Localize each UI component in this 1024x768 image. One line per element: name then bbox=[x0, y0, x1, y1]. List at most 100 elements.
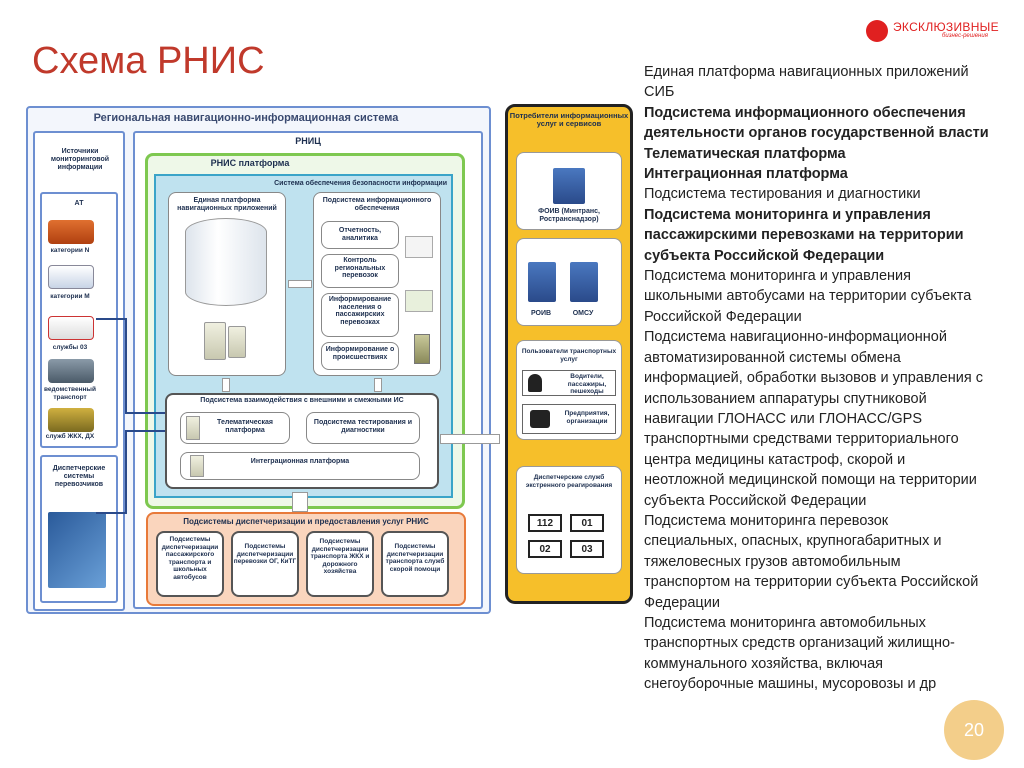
building-icon-2 bbox=[528, 262, 556, 302]
vehicle-label-4: ведомственный транспорт bbox=[44, 386, 96, 401]
info-item-1-label: Отчетность, аналитика bbox=[338, 227, 382, 242]
utility-truck-icon bbox=[48, 408, 94, 432]
text-line: Подсистема информационного обеспечения bbox=[644, 104, 966, 121]
connector-line bbox=[125, 318, 127, 413]
info-item-2-label: Контроль региональных перевозок bbox=[334, 257, 386, 279]
server-icon-2 bbox=[228, 326, 246, 358]
text-line: субъекта Российской Федерации bbox=[644, 247, 885, 264]
building-icon bbox=[553, 168, 585, 204]
text-line: Интеграционная платформа bbox=[644, 166, 848, 183]
emergency-number-02: 02 bbox=[528, 540, 562, 558]
platform-title: РНИС платформа bbox=[210, 158, 290, 168]
users-title: Пользователи транспортных услуг bbox=[521, 348, 617, 363]
roiv-label: РОИВ bbox=[530, 310, 552, 317]
up-down-arrow-icon-2 bbox=[374, 378, 382, 392]
text-line: автоматизированной системы обмена bbox=[644, 349, 901, 366]
drivers-label: Водители, пассажиры, пешеходы bbox=[567, 373, 607, 395]
dispatch-title: Подсистемы диспетчеризации и предоставле… bbox=[183, 517, 429, 526]
omsu-label: ОМСУ bbox=[572, 310, 594, 317]
emergency-title: Диспетчерские служб экстренного реагиров… bbox=[525, 474, 613, 489]
text-line: Телематическая платформа bbox=[644, 145, 846, 162]
info-item-4 bbox=[321, 342, 399, 370]
text-line: Подсистема мониторинга и управления bbox=[644, 268, 911, 285]
vehicle-label-3: службы 03 bbox=[52, 344, 88, 351]
building-icon-3 bbox=[570, 262, 598, 302]
dispatch-item-1 bbox=[156, 531, 224, 597]
testing-label: Подсистема тестирования и диагностики bbox=[313, 419, 413, 434]
dispatch-item-4 bbox=[381, 531, 449, 597]
server-icon bbox=[204, 322, 226, 360]
info-item-3-label: Информирование населения о пассажирских … bbox=[328, 296, 392, 326]
report-thumbnail-icon bbox=[405, 236, 433, 258]
dispatch-item-2-label: Подсистемы диспетчеризации перевозки ОГ,… bbox=[233, 543, 297, 565]
info-item-1 bbox=[321, 221, 399, 249]
text-line: специальных, опасных, крупногабаритных и bbox=[644, 533, 942, 550]
server-icon-3 bbox=[414, 334, 430, 364]
text-line: Российской Федерации bbox=[644, 308, 802, 325]
text-line: Подсистема мониторинга автомобильных bbox=[644, 614, 926, 631]
dispatch-screens-icon bbox=[48, 512, 106, 588]
server-icon-5 bbox=[190, 455, 204, 477]
text-line: Подсистема мониторинга и управления bbox=[644, 206, 931, 223]
text-line: навигации ГЛОНАСС или ГЛОНАСС/GPS bbox=[644, 410, 923, 427]
double-arrow-icon bbox=[288, 280, 312, 288]
text-line: коммунального хозяйства, включая bbox=[644, 655, 883, 672]
dispatch-item-2 bbox=[231, 531, 299, 597]
emergency-number-03: 03 bbox=[570, 540, 604, 558]
vehicle-label-2: категории M bbox=[50, 293, 90, 300]
text-line: снегоуборочные машины, мусоровозы и др bbox=[644, 676, 937, 693]
emergency-number-112: 112 bbox=[528, 514, 562, 532]
person-icon bbox=[528, 374, 542, 392]
text-line: неотложной медицинской помощи на террито… bbox=[644, 472, 977, 489]
connector-line bbox=[125, 430, 165, 432]
text-line: информацией, обработки вызовов и управле… bbox=[644, 370, 983, 387]
testing-box bbox=[306, 412, 420, 444]
dispatch-item-3-label: Подсистемы диспетчеризации транспорта ЖК… bbox=[310, 538, 370, 575]
connector-line bbox=[96, 512, 126, 514]
text-line: пассажирскими перевозками на территории bbox=[644, 227, 964, 244]
info-item-4-label: Информирование о происшествиях bbox=[325, 346, 395, 361]
page-number-badge bbox=[944, 700, 1004, 760]
text-line: деятельности органов государственной вла… bbox=[644, 125, 989, 142]
text-line: транспортными средствами территориальног… bbox=[644, 431, 959, 448]
info-subsystem-label: Подсистема информационного обеспечения bbox=[322, 197, 432, 212]
text-line: Подсистема навигационно-информационной bbox=[644, 329, 947, 346]
at-label: АТ bbox=[74, 200, 84, 207]
integration-box bbox=[180, 452, 420, 480]
info-item-2 bbox=[321, 254, 399, 288]
dispatch-item-3 bbox=[306, 531, 374, 597]
server-icon-4 bbox=[186, 416, 200, 440]
text-line: школьными автобусами на территории субъе… bbox=[644, 288, 972, 305]
database-icon bbox=[185, 218, 267, 306]
text-line: использованием аппаратуры спутниковой bbox=[644, 390, 927, 407]
text-line: Подсистема мониторинга перевозок bbox=[644, 512, 889, 529]
text-line: субъекта Российской Федерации bbox=[644, 492, 867, 509]
foiv-label: ФОИВ (Минтранс, Ространснадзор) bbox=[538, 208, 600, 223]
ambulance-icon bbox=[48, 316, 94, 340]
brand-tagline: бизнес-решения bbox=[942, 33, 988, 39]
truck-icon bbox=[48, 220, 94, 244]
info-item-3 bbox=[321, 293, 399, 337]
bus-icon bbox=[48, 265, 94, 289]
emergency-number-01: 01 bbox=[570, 514, 604, 532]
dispatch-item-4-label: Подсистемы диспетчеризации транспорта сл… bbox=[385, 543, 445, 573]
text-line: транспортных средств организаций жилищно… bbox=[644, 635, 955, 652]
brand-logo-circle bbox=[866, 20, 888, 42]
enterprises-label: Предприятия, организации bbox=[564, 410, 610, 425]
rnis-title: Региональная навигационно-информационная… bbox=[93, 112, 399, 124]
connector-line bbox=[96, 318, 126, 320]
rnic-title: РНИЦ bbox=[295, 136, 321, 146]
map-thumbnail-icon bbox=[405, 290, 433, 312]
text-line: Федерации bbox=[644, 594, 720, 611]
up-down-arrow-icon-3 bbox=[292, 492, 308, 512]
security-title: Система обеспечения безопасности информа… bbox=[274, 180, 447, 187]
text-line: транспортом на территории субъекта Росси… bbox=[644, 574, 979, 591]
vehicle-label-1: категории N bbox=[50, 247, 90, 254]
telematic-label: Телематическая платформа bbox=[217, 419, 273, 434]
integration-label: Интеграционная платформа bbox=[250, 458, 350, 465]
text-line: СИБ bbox=[644, 84, 675, 101]
subsystems-text: Единая платформа навигационных приложени… bbox=[644, 62, 1019, 695]
text-line: тяжеловесных грузов автомобильным bbox=[644, 553, 901, 570]
brand-name: ЭКСКЛЮЗИВНЫЕ bbox=[893, 20, 999, 34]
dispatch-item-1-label: Подсистемы диспетчеризации пассажирского… bbox=[161, 536, 219, 581]
